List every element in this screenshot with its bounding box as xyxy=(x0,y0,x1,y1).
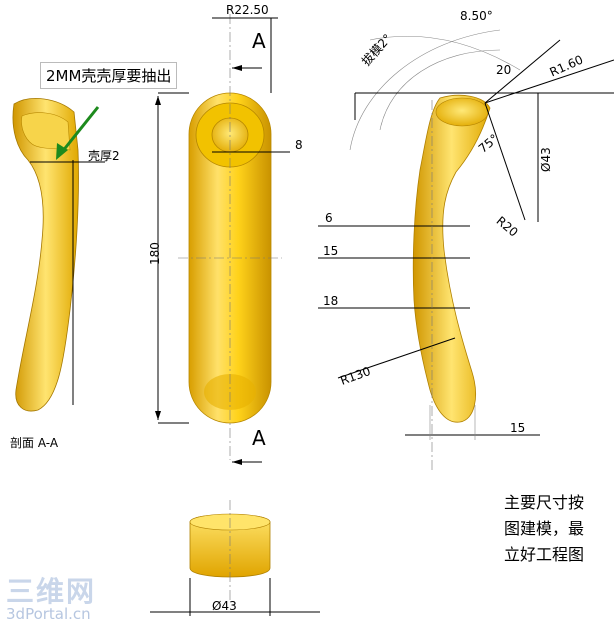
section-cavity xyxy=(21,112,71,151)
dim-side-r130: R130 xyxy=(338,364,372,388)
shell-thickness-label: 壳厚2 xyxy=(88,149,120,163)
section-view xyxy=(12,98,105,412)
dim-front-radius: R22.50 xyxy=(226,3,269,17)
dim-side-angle: 8.50° xyxy=(460,9,493,23)
right-note-line-1: 主要尺寸按 xyxy=(504,493,585,512)
right-note-line-2: 图建模，最 xyxy=(504,519,585,538)
dim-side-6: 6 xyxy=(325,211,333,225)
shell-note: 2MM壳壳厚要抽出 xyxy=(40,62,178,89)
front-view xyxy=(155,14,290,465)
draft-arc xyxy=(369,35,521,71)
section-view-label: 剖面 A-A xyxy=(10,436,59,450)
dim-side-r20: R20 xyxy=(494,214,521,240)
dim-draft-angle: 拔模2° xyxy=(358,31,394,69)
watermark-site: 3dPortal.cn xyxy=(6,605,91,623)
side-20-leader xyxy=(484,39,561,104)
dim-bottom-dia43: Ø43 xyxy=(212,599,237,613)
angle-arc-outer xyxy=(349,29,501,151)
shell-pointer-arrowhead xyxy=(56,143,68,160)
right-note: 主要尺寸按 图建模，最 立好工程图 xyxy=(504,490,614,568)
watermark-brand: 三维网 xyxy=(6,575,97,608)
side-top-cap xyxy=(435,97,489,127)
dim-front-offset: 8 xyxy=(295,138,303,152)
dim-side-18: 18 xyxy=(323,294,338,308)
shell-pointer-arrow xyxy=(60,106,100,153)
dim-side-15a: 15 xyxy=(323,244,338,258)
dim-side-dia43: Ø43 xyxy=(539,147,553,172)
bottom-view xyxy=(150,500,320,616)
side-part xyxy=(412,94,491,423)
side-r160-leader xyxy=(484,59,614,104)
side-r20-leader xyxy=(484,102,526,221)
section-part xyxy=(12,98,79,412)
side-view xyxy=(318,29,614,470)
watermark: 三维网 3dPortal.cn xyxy=(6,575,97,623)
side-r130-leader xyxy=(337,337,456,379)
dim-side-20: 20 xyxy=(496,63,511,77)
section-mark-top: A xyxy=(252,29,266,53)
dim-side-15b: 15 xyxy=(510,421,525,435)
right-note-line-3: 立好工程图 xyxy=(504,545,585,564)
dim-front-height: 180 xyxy=(148,242,162,265)
section-mark-bottom: A xyxy=(252,426,266,450)
angle-arc-inner xyxy=(379,49,501,131)
